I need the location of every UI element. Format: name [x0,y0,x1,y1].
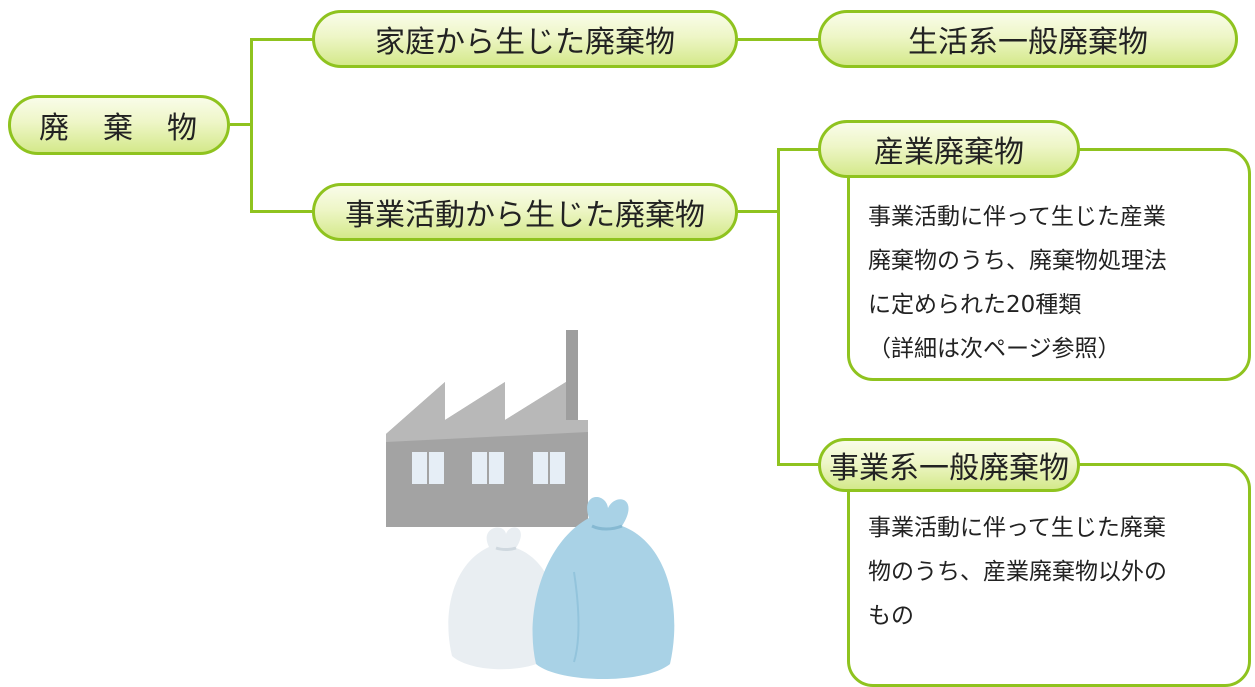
business-general-description-box [847,463,1251,687]
household-waste-node: 家庭から生じた廃棄物 [312,10,738,68]
connector-business-branch [738,210,780,213]
connector-business [250,210,315,213]
business-waste-node: 事業活動から生じた廃棄物 [312,183,738,241]
connector-household [250,38,315,41]
root-node: 廃 棄 物 [8,95,230,155]
connector-root-vertical [250,38,253,213]
factory-and-garbage-bags-icon [386,330,675,679]
connector-branch-vertical [777,148,780,466]
industrial-description: 事業活動に伴って生じた産業 廃棄物のうち、廃棄物処理法 に定められた20種類 （… [868,204,1167,362]
business-general-description: 事業活動に伴って生じた廃棄 物のうち、産業廃棄物以外の もの [868,515,1167,629]
connector-root [230,123,252,126]
connector-business-general [777,463,822,466]
business-general-waste-node: 事業系一般廃棄物 [818,438,1080,492]
connector-household-municipal [735,38,820,41]
municipal-waste-node: 生活系一般廃棄物 [818,10,1238,68]
connector-industrial [777,148,822,151]
industrial-waste-node: 産業廃棄物 [818,120,1080,178]
